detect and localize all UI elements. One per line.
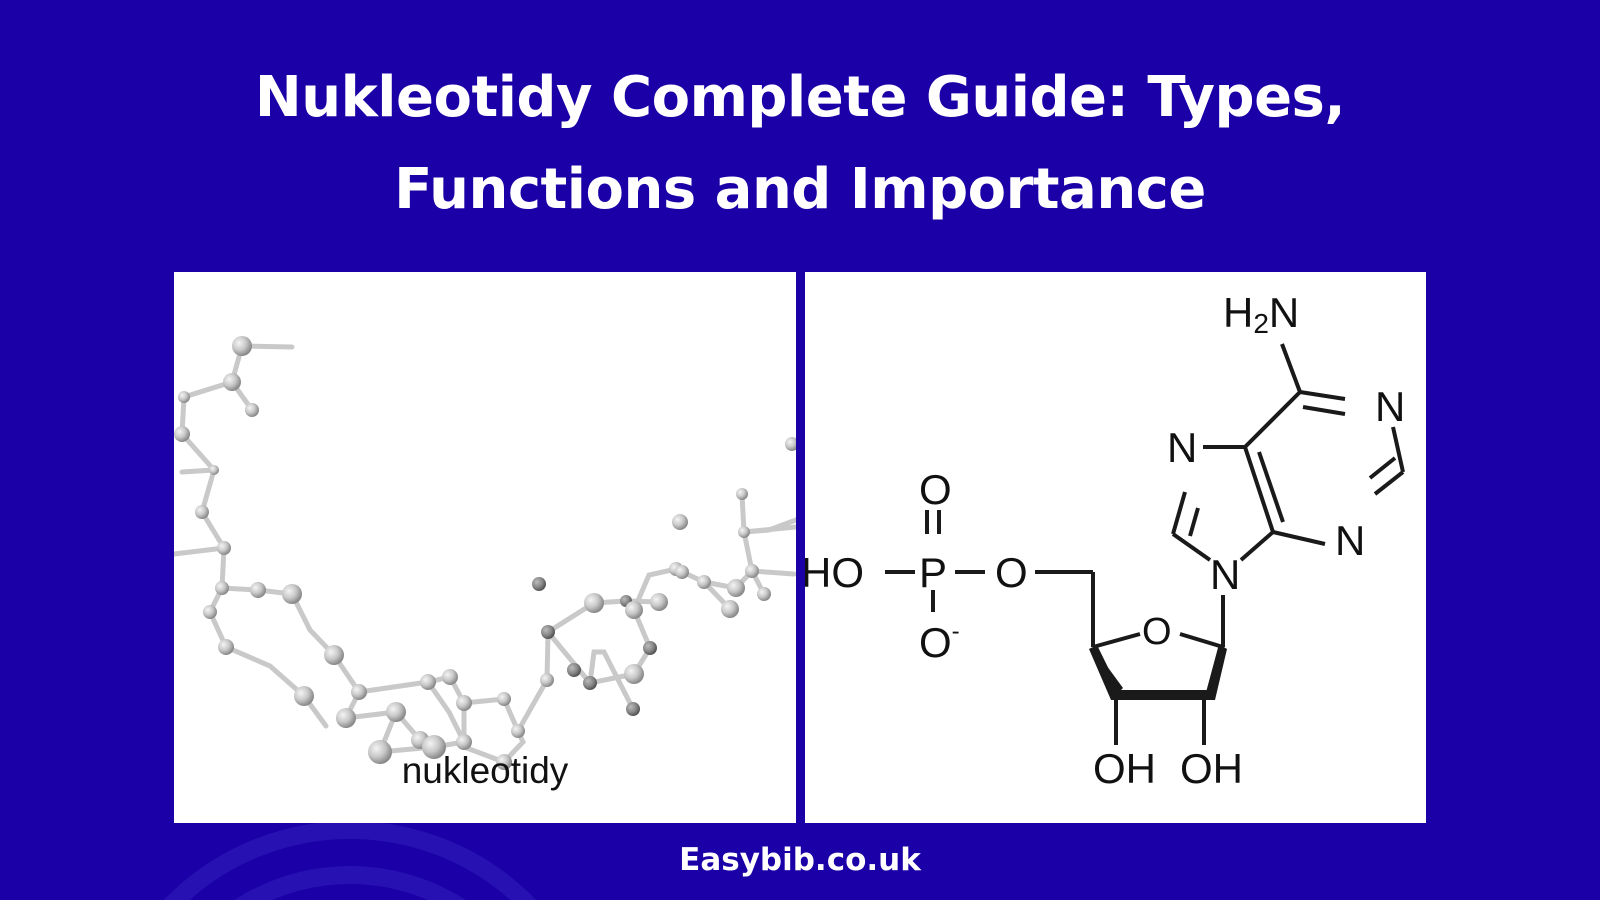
structural-formula-image: HO P O O- O O OH OH N N N N H2N [805, 272, 1426, 823]
phosphate-o-bottom-label: O- [919, 620, 960, 664]
hydroxyl-left-label: OH [1093, 745, 1156, 792]
n-text: N [1268, 289, 1300, 336]
n9-label: N [1210, 551, 1241, 598]
page-title: Nukleotidy Complete Guide: Types, Functi… [0, 52, 1600, 236]
subscript-2: 2 [1253, 308, 1269, 339]
negative-charge: - [951, 618, 960, 645]
n7-label: N [1167, 424, 1198, 471]
site-footer: Easybib.co.uk [679, 842, 921, 878]
n3-label: N [1335, 517, 1366, 564]
ester-o-label: O [995, 549, 1028, 596]
ball-and-stick-model-icon [174, 336, 796, 770]
structural-formula-icon [885, 343, 1405, 745]
n1-label: N [1375, 383, 1406, 430]
ring-o-label: O [1142, 611, 1172, 653]
h-text: H [1223, 289, 1254, 336]
o-text: O [919, 619, 952, 666]
molecule-caption: nukleotidy [401, 750, 569, 791]
phosphorus-label: P [919, 549, 948, 596]
phosphate-ho-label: HO [805, 552, 864, 594]
amine-label: H2N [1223, 292, 1299, 338]
title-line-1: Nukleotidy Complete Guide: Types, [254, 65, 1346, 130]
molecule-3d-image: nukleotidy [174, 272, 796, 823]
title-line-2: Functions and Importance [394, 157, 1206, 222]
phosphate-o-top-label: O [919, 466, 952, 513]
hydroxyl-right-label: OH [1180, 745, 1243, 792]
ho-text: HO [805, 549, 864, 596]
